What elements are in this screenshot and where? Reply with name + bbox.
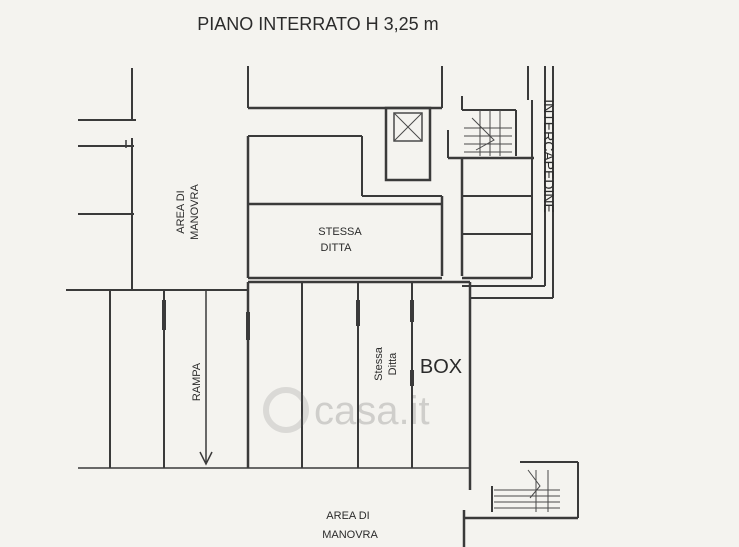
- ramp-arrow: [199, 290, 213, 466]
- stessa-ditta-vertical-line1: Stessa: [373, 346, 385, 381]
- box-label: BOX: [420, 356, 462, 378]
- rampa-label: RAMPA: [191, 362, 203, 401]
- walls: [66, 66, 579, 547]
- area-manovra-top-line2: MANOVRA: [189, 184, 201, 240]
- stairs-top: [464, 110, 512, 156]
- watermark-text: casa.it: [314, 389, 430, 433]
- intercapedine-label: INTERCAPEDINE: [541, 99, 557, 213]
- stairs-bottom: [494, 469, 560, 512]
- plan-title: PIANO INTERRATO H 3,25 m: [197, 14, 438, 34]
- stessa-ditta-box-label: Stessa Ditta: [373, 346, 399, 381]
- stessa-ditta-room-line1: STESSA: [318, 226, 362, 238]
- area-manovra-top-label: AREA DI MANOVRA: [175, 184, 201, 240]
- area-manovra-top-line1: AREA DI: [175, 190, 187, 233]
- watermark: casa.it: [263, 387, 430, 433]
- stessa-ditta-room-line2: DITTA: [321, 242, 353, 254]
- stessa-ditta-vertical-line2: Ditta: [387, 352, 399, 376]
- area-manovra-bottom-line1: AREA DI: [326, 510, 369, 522]
- area-manovra-bottom-line2: MANOVRA: [322, 529, 378, 541]
